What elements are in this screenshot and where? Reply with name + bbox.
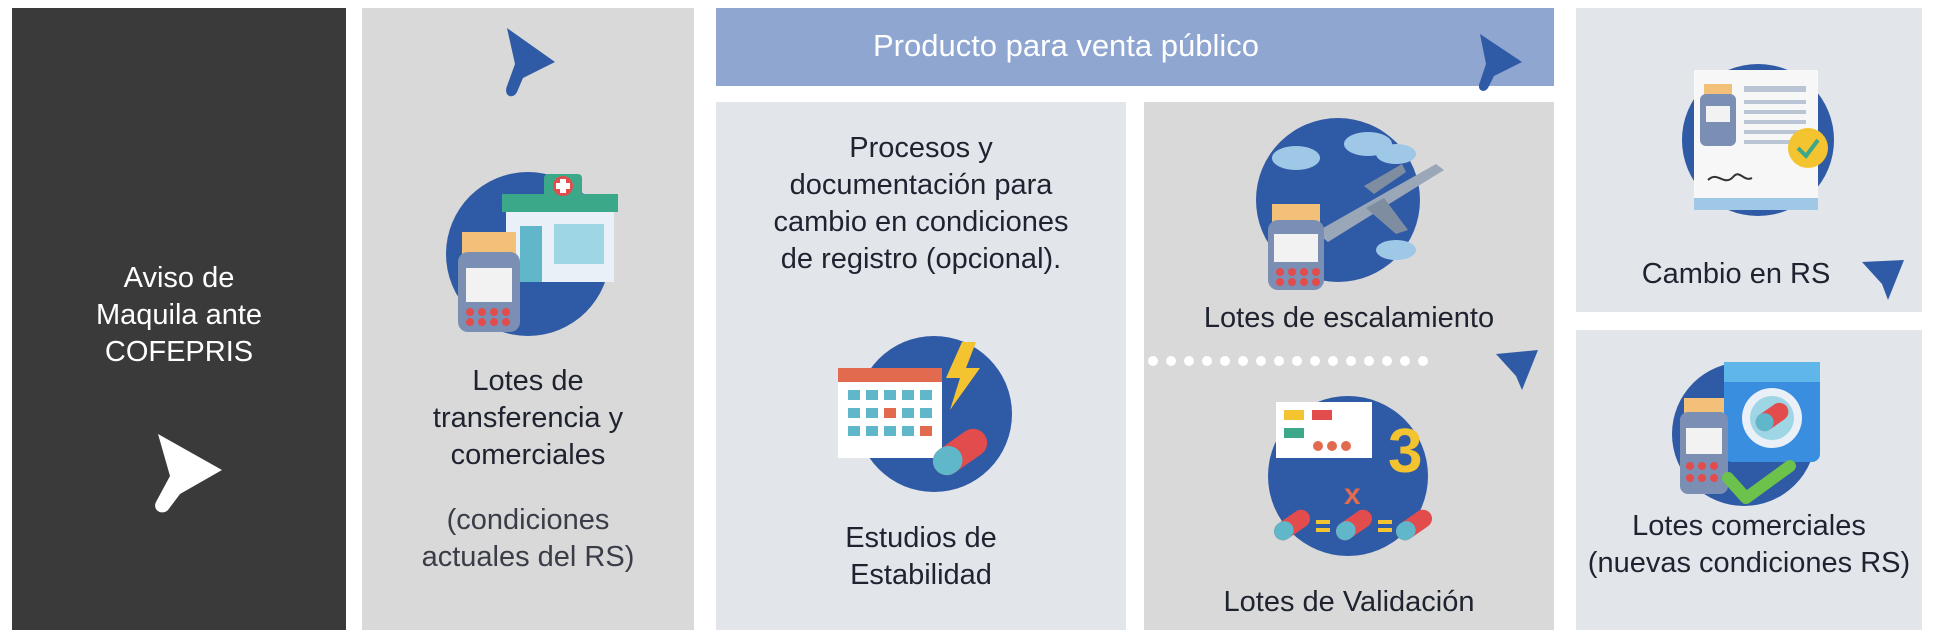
estabilidad-text: Estudios de Estabilidad: [716, 520, 1126, 594]
arrow-marker-icon: [1478, 34, 1522, 91]
aviso-line: Maquila ante: [95, 299, 263, 332]
arrow-marker-icon: [1862, 260, 1904, 300]
procesos-line: documentación para: [789, 169, 1053, 202]
procesos-line: Procesos y: [849, 132, 993, 164]
bottle-checkmark-icon: [1672, 362, 1820, 506]
airplane-bottle-icon: [1256, 118, 1444, 290]
panel-procesos-estabilidad: Procesos y documentación para cambio en …: [716, 102, 1126, 630]
subtitle-line: actuales del RS): [421, 541, 635, 574]
procesos-text: Procesos y documentación para cambio en …: [716, 130, 1126, 278]
header-producto-venta: Producto para venta público: [716, 8, 1554, 91]
cambio-rs-label: Cambio en RS: [1641, 258, 1831, 290]
panel-lotes-escalamiento: Lotes de escalamiento x 3 Lotes de Valid…: [1144, 102, 1554, 630]
pharmacy-store-icon: [446, 172, 618, 336]
title-line: Lotes de: [472, 365, 584, 397]
title-line: transferencia y: [432, 402, 624, 435]
aviso-maquila-text: Aviso de Maquila ante COFEPRIS: [12, 260, 346, 371]
lotes-comerciales-line: (nuevas condiciones RS): [1587, 547, 1911, 580]
lotes-comerciales-line: Lotes comerciales: [1632, 510, 1866, 542]
procesos-line: cambio en condiciones: [773, 206, 1069, 239]
lotes-transferencia-title: Lotes de transferencia y comerciales: [362, 363, 694, 474]
subtitle-line: (condiciones: [446, 504, 610, 536]
procesos-line: de registro (opcional).: [780, 243, 1062, 276]
svg-text:x: x: [1344, 478, 1361, 511]
play-arrow-icon: [155, 434, 222, 513]
escalamiento-label: Lotes de escalamiento: [1203, 302, 1495, 334]
header-label: Producto para venta público: [872, 28, 1260, 63]
svg-text:3: 3: [1388, 417, 1422, 486]
certificate-document-icon: [1682, 64, 1834, 216]
panel-aviso-maquila: Aviso de Maquila ante COFEPRIS: [12, 8, 346, 630]
arrow-marker-icon: [1496, 350, 1538, 390]
validacion-label: Lotes de Validación: [1223, 586, 1475, 618]
estabilidad-line: Estabilidad: [850, 559, 992, 592]
lotes-transferencia-subtitle: (condiciones actuales del RS): [362, 502, 694, 576]
title-line: comerciales: [450, 439, 606, 472]
estabilidad-line: Estudios de: [845, 522, 997, 554]
aviso-line: COFEPRIS: [104, 336, 254, 369]
dotted-divider: [1148, 356, 1428, 366]
pills-times-three-icon: x 3: [1268, 396, 1433, 556]
panel-lotes-transferencia: Lotes de transferencia y comerciales (co…: [362, 8, 694, 630]
arrow-marker-icon: [506, 28, 555, 97]
lotes-comerciales-text: Lotes comerciales (nuevas condiciones RS…: [1576, 508, 1922, 582]
panel-cambio-rs: Cambio en RS: [1576, 8, 1922, 312]
calendar-pill-icon: [838, 336, 1012, 492]
aviso-line: Aviso de: [123, 262, 235, 294]
panel-lotes-comerciales-nuevos: Lotes comerciales (nuevas condiciones RS…: [1576, 330, 1922, 630]
